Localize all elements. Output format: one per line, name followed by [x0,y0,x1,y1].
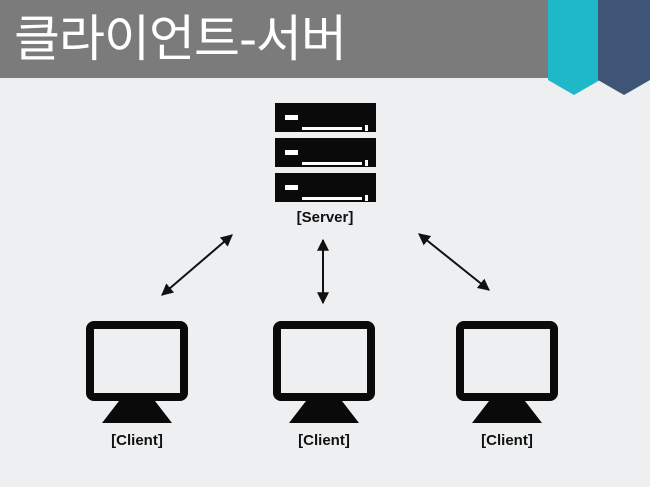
server-icon [275,103,376,202]
title-bar: 클라이언트-서버 [0,0,548,78]
client-label-left: [Client] [111,432,163,449]
page-title: 클라이언트-서버 [14,10,347,68]
monitor-icon [273,321,375,423]
client-label-right: [Client] [481,432,533,449]
arrow-server-client-right [418,233,490,291]
server-label: [Server] [296,209,354,226]
monitor-icon [456,321,558,423]
navy-ribbon-decoration [598,0,650,95]
arrow-server-client-left [161,234,233,296]
teal-ribbon-decoration [548,0,600,95]
client-label-center: [Client] [298,432,350,449]
monitor-icon [86,321,188,423]
